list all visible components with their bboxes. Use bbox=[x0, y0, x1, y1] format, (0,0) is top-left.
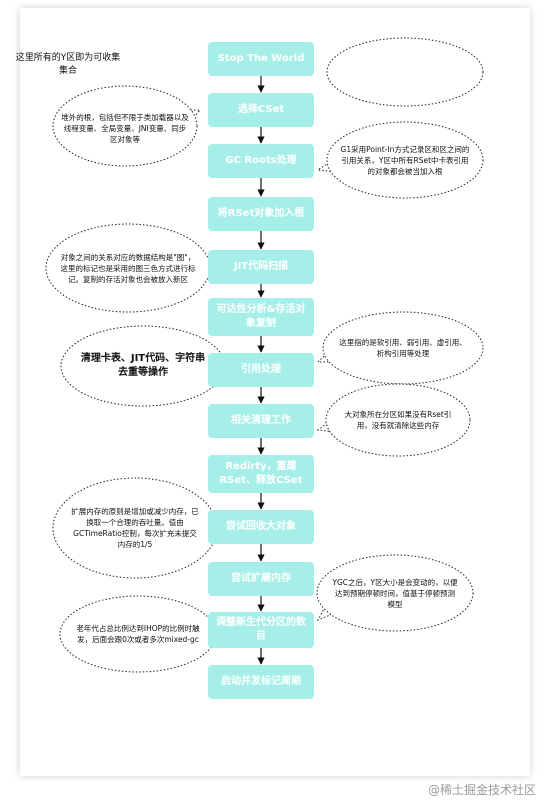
step-reclaim-humongous: 尝试回收大对象 bbox=[208, 510, 314, 544]
bubble-note-ygc-resize bbox=[316, 554, 474, 632]
step-gc-roots: GC Roots处理 bbox=[208, 144, 314, 178]
watermark: @稀土掘金技术社区 bbox=[427, 783, 536, 797]
step-start-concurrent-mark: 启动并发标记周期 bbox=[208, 665, 314, 699]
step-jit-scan: JIT代码扫描 bbox=[208, 250, 314, 284]
step-adjust-young-regions: 调整新生代分区的数目 bbox=[208, 612, 314, 648]
text-note-offheap-roots: 堆外的根，包括但不限于类加载器以及线程变量、全局变量、JNI变量、同步区对象等 bbox=[61, 112, 189, 144]
step-stop-the-world: Stop The World bbox=[208, 42, 314, 76]
text-note-humongous: 大对象所在分区如果没有Rset引用，没有就清除这些内存 bbox=[344, 410, 452, 430]
step-redirty-rebuild: Redirty，重建RSet、释放CSet bbox=[208, 455, 314, 493]
step-expand-memory: 尝试扩展内存 bbox=[208, 562, 314, 596]
text-note-graph-marking: 对象之间的关系对应的数据结构是"图"，这里的标记也是采用的图三色方式进行标记。复… bbox=[60, 252, 196, 284]
text-note-ygc-resize: YGC之后，Y区大小是会变动的，以便达到预期停顿时间，值基于停顿预测模型 bbox=[332, 577, 458, 609]
step-cleanup: 相关清理工作 bbox=[208, 404, 314, 438]
bubble-note-offheap-roots bbox=[52, 85, 202, 167]
step-reachability-copy: 可达性分析&存活对象复制 bbox=[208, 298, 314, 336]
step-select-cset: 选择CSet bbox=[208, 93, 314, 127]
text-note-rset-pointin: G1采用Point-In方式记录区和区之间的引用关系，Y区中所有RSet中卡表引… bbox=[340, 144, 470, 176]
text-note-expand-memory: 扩展内存的原则是增加或减少内存，已换取一个合理的吞吐量。值由GCTimeRati… bbox=[71, 507, 199, 549]
step-rset-to-roots: 将RSet对象加入根 bbox=[208, 197, 314, 231]
text-note-references: 这里指的是软引用、弱引用、虚引用、析构引用等处理 bbox=[339, 338, 467, 358]
text-note-ihop-trigger: 老年代占总比例达到IHOP的比例时触发，后面会跟0次或者多次mixed-gc bbox=[76, 624, 200, 644]
bubble-note-humongous bbox=[316, 383, 471, 457]
step-reference-processing: 引用处理 bbox=[208, 353, 314, 387]
text-note-cset-yregions: 这里所有的Y区即为可收集集合 bbox=[15, 53, 121, 76]
text-note-cleanup-ops: 清理卡表、JIT代码、字符串去重等操作 bbox=[80, 353, 206, 378]
bubble-note-cset-yregions bbox=[326, 37, 484, 107]
bubble-note-rset-pointin bbox=[316, 121, 484, 199]
bubble-note-references bbox=[316, 311, 484, 385]
